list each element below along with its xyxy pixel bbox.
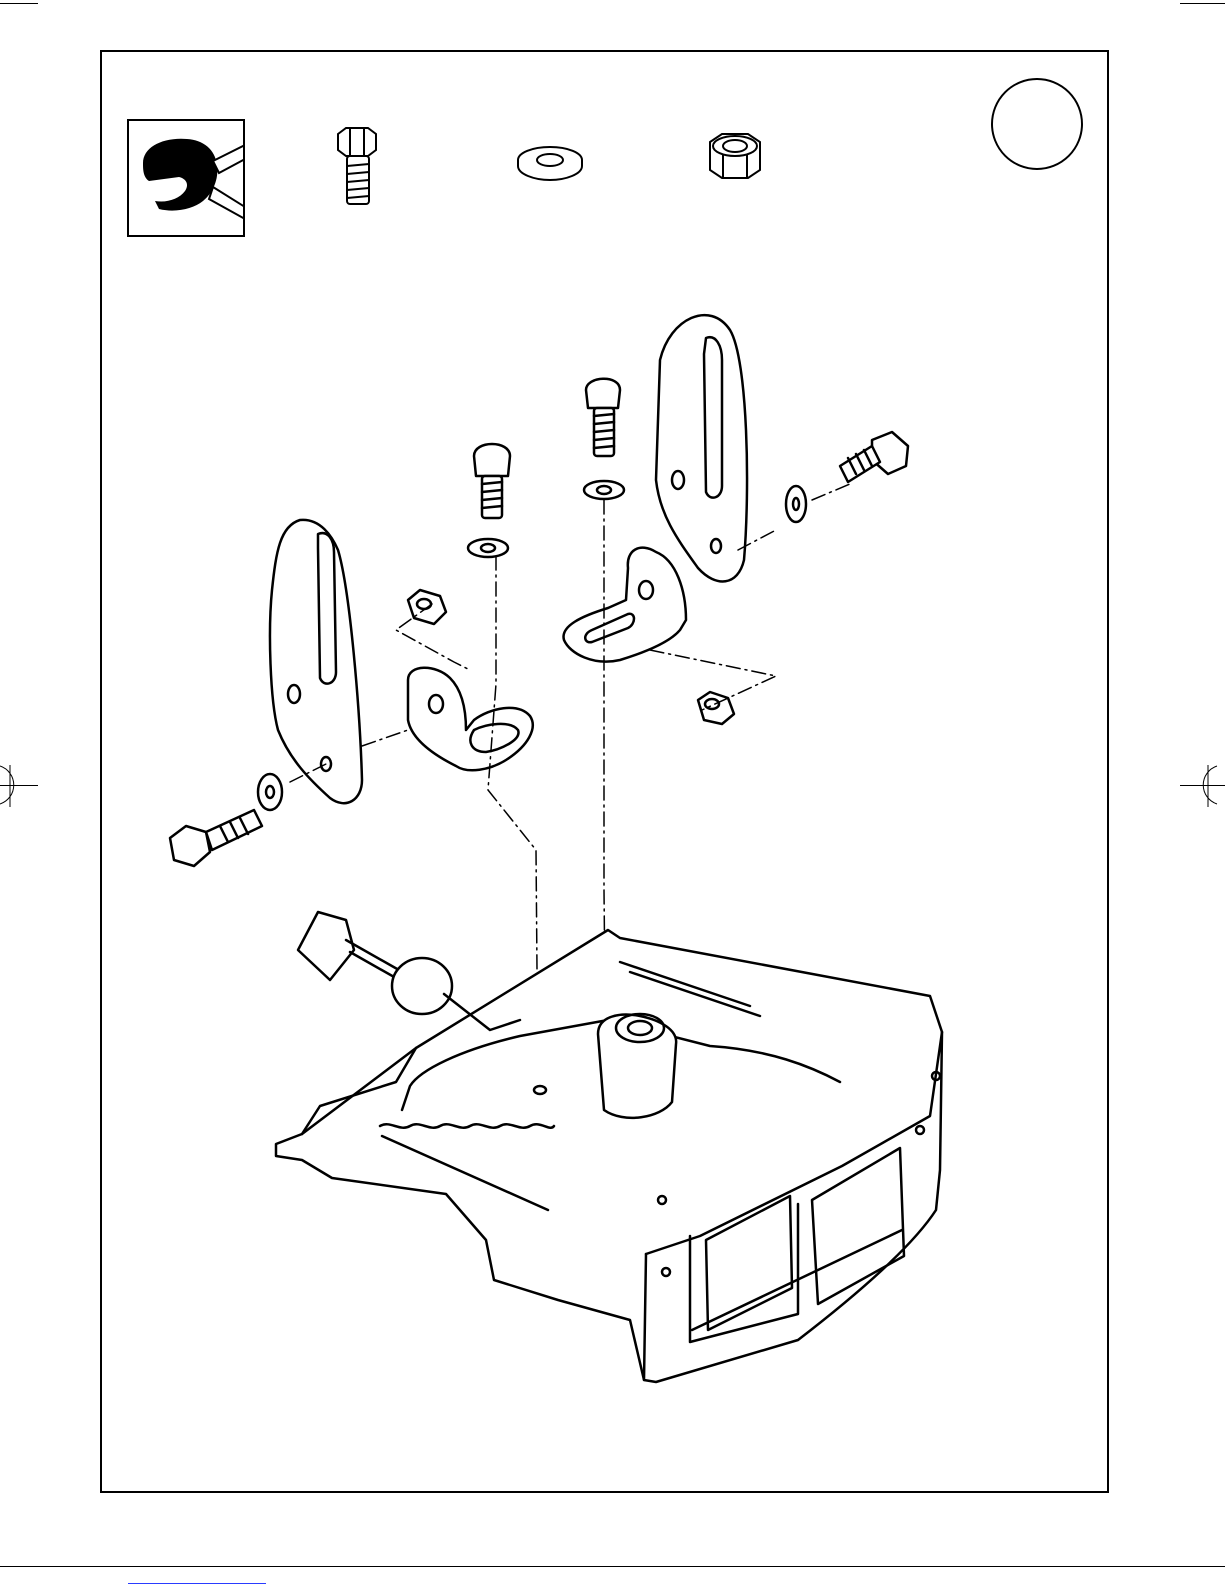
left-bracket-plate [270, 520, 362, 803]
right-angle-bracket [564, 548, 686, 662]
right-horizontal-bolt [786, 432, 908, 522]
right-vertical-bolt [584, 379, 624, 499]
crop-mark-top-left-h [0, 3, 38, 4]
step-number-circle [991, 78, 1083, 170]
right-bracket-plate [656, 315, 747, 581]
parts-legend [320, 120, 800, 220]
registration-mark-left [0, 765, 30, 807]
tool-box [127, 119, 245, 237]
left-angle-bracket [408, 668, 533, 771]
hex-nut-icon [710, 134, 760, 178]
vise-base [276, 912, 942, 1382]
right-nut [698, 692, 734, 724]
flat-washer-icon [518, 147, 582, 180]
left-vertical-bolt [468, 444, 510, 557]
hex-bolt-icon [338, 128, 376, 204]
registration-mark-right [1192, 765, 1225, 807]
crop-mark-bottom-h [0, 1566, 1225, 1567]
exploded-assembly-drawing [150, 290, 950, 1400]
footer-link-underline [128, 1583, 266, 1584]
crop-mark-top-right-h [1180, 3, 1225, 4]
open-end-wrench-icon [129, 121, 243, 235]
left-horizontal-bolt [170, 774, 282, 866]
